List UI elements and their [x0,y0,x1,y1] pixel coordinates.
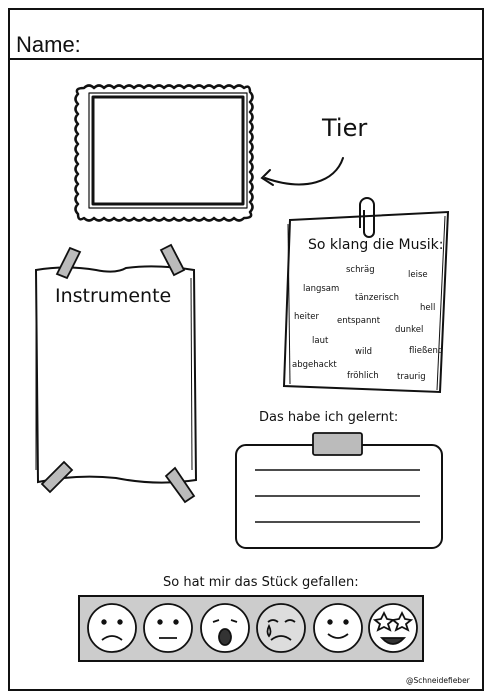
star-struck-face-icon[interactable] [368,603,418,653]
crying-face-icon[interactable] [256,603,306,653]
surprised-face-icon[interactable] [200,603,250,653]
music-word: wild [355,347,373,357]
music-word: schräg [346,265,375,275]
animal-frame[interactable] [74,84,254,222]
name-row[interactable]: Name: [10,10,482,60]
music-word: traurig [397,372,426,382]
tape-bottom-left [40,460,74,494]
music-note-card [282,210,450,394]
music-word: abgehackt [292,360,337,370]
music-word: dunkel [395,325,424,335]
worksheet-frame: Name: [8,8,484,691]
music-word: heiter [294,312,320,322]
music-word: hell [420,303,436,313]
music-title: So klang die Musik: [308,237,444,253]
tape-top-right [159,243,186,277]
sad-face-icon[interactable] [87,603,137,653]
smiling-face-icon[interactable] [313,603,363,653]
music-word: langsam [303,284,340,294]
neutral-face-icon[interactable] [143,603,193,653]
music-word: fließend [409,346,444,356]
music-word: leise [408,270,428,280]
animal-label: Tier [322,114,368,142]
arrow-icon [260,157,344,186]
learned-note[interactable] [235,444,443,549]
credit-text: @Schneidefieber [406,676,470,685]
name-label: Name: [16,32,81,57]
music-word: tänzerisch [355,293,399,303]
paper-clip-icon [359,197,375,238]
tape-bottom-right [164,466,196,504]
music-word: entspannt [337,316,381,326]
learned-label: Das habe ich gelernt: [259,410,399,425]
tape-top-left [55,246,82,280]
instruments-label: Instrumente [55,285,172,307]
liked-label: So hat mir das Stück gefallen: [163,575,359,590]
tape-learned-note [312,432,363,456]
music-word: laut [312,336,329,346]
music-word: fröhlich [347,371,379,381]
